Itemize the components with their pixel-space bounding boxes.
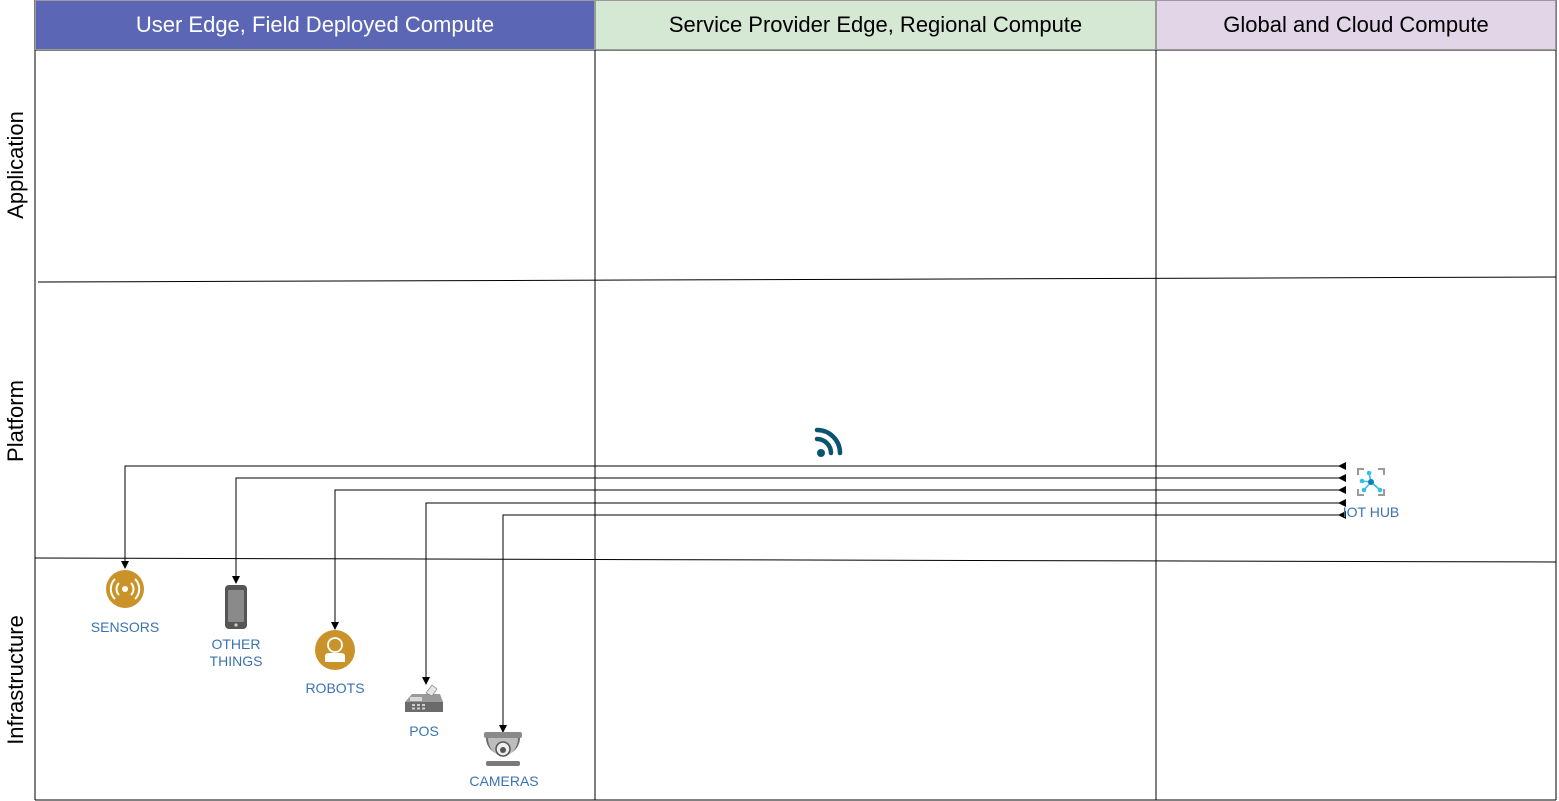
column-header-global-cloud: Global and Cloud Compute xyxy=(1156,0,1556,50)
grid-lines xyxy=(34,0,1557,801)
column-header-service-provider-edge: Service Provider Edge, Regional Compute xyxy=(595,0,1156,50)
row-label-infrastructure: Infrastructure xyxy=(0,560,32,800)
row-label-infrastructure-text: Infrastructure xyxy=(3,615,29,745)
row-label-platform-text: Platform xyxy=(3,380,29,462)
column-header-user-edge: User Edge, Field Deployed Compute xyxy=(35,0,595,50)
connector-other-things xyxy=(232,474,1346,584)
column-header-user-edge-text: User Edge, Field Deployed Compute xyxy=(135,12,495,37)
column-header-global-cloud-text: Global and Cloud Compute xyxy=(1223,12,1489,37)
other-things-label: OTHER THINGS xyxy=(210,636,263,670)
iot-hub-icon xyxy=(1357,468,1385,496)
sensor-icon xyxy=(106,570,144,608)
connector-robots xyxy=(331,486,1346,630)
column-header-service-provider-edge-text: Service Provider Edge, Regional Compute xyxy=(668,12,1083,37)
connector-sensors xyxy=(121,462,1346,569)
robots-label: ROBOTS xyxy=(305,680,365,696)
camera-icon xyxy=(484,732,522,766)
row-label-application: Application xyxy=(0,50,32,280)
cameras-label: CAMERAS xyxy=(469,773,539,789)
sensors-label: SENSORS xyxy=(90,619,160,635)
header-bg-user-edge xyxy=(35,0,595,50)
iot-hub-label: IOT HUB xyxy=(1342,504,1400,520)
pos-terminal-icon xyxy=(405,684,443,712)
row-divider-2 xyxy=(34,557,1557,563)
row-divider-1 xyxy=(37,276,1557,283)
robot-icon xyxy=(315,630,355,670)
tablet-icon xyxy=(225,585,247,629)
row-label-platform: Platform xyxy=(0,282,32,560)
pos-label: POS xyxy=(409,723,439,739)
connectors xyxy=(121,462,1346,733)
connector-pos xyxy=(422,499,1346,685)
connector-cameras xyxy=(499,511,1346,733)
header-bg-global-cloud xyxy=(1156,0,1556,50)
other-things-label-line-2: THINGS xyxy=(209,653,263,669)
other-things-label-line-1: OTHER xyxy=(211,636,261,652)
wireless-signal-icon xyxy=(814,427,843,457)
row-label-application-text: Application xyxy=(3,111,29,219)
header-bg-service-provider-edge xyxy=(595,0,1156,50)
